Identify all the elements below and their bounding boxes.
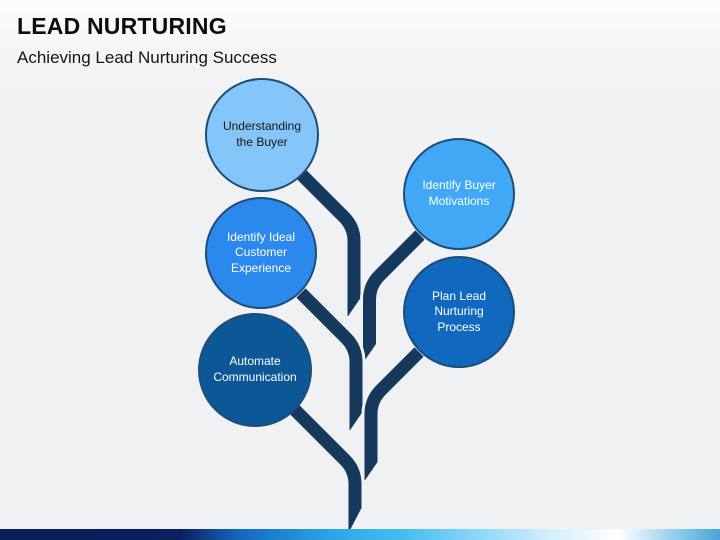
node-label: Understanding the Buyer — [222, 119, 302, 149]
page-title: LEAD NURTURING — [17, 13, 227, 39]
node-label: Identify Ideal Customer Experience — [226, 229, 296, 275]
branch-plan-lead-nurturing-process — [364, 347, 424, 480]
branch-identify-ideal-customer-experience — [296, 288, 363, 430]
branch-taper-plan-lead-nurturing-process — [364, 462, 378, 481]
branch-taper-identify-buyer-motivations — [363, 344, 376, 363]
node-identify-ideal-customer-experience: Identify Ideal Customer Experience — [205, 197, 317, 309]
branch-identify-buyer-motivations — [363, 230, 425, 362]
node-label: Plan Lead Nurturing Process — [431, 288, 487, 334]
node-label: Identify Buyer Motivations — [422, 178, 496, 208]
node-automate-communication: Automate Communication — [198, 313, 312, 427]
node-understanding-the-buyer: Understanding the Buyer — [205, 78, 319, 192]
page-subtitle: Achieving Lead Nurturing Success — [17, 48, 277, 67]
node-identify-buyer-motivations: Identify Buyer Motivations — [403, 138, 515, 250]
node-label: Automate Communication — [213, 354, 297, 384]
branch-automate-communication — [290, 405, 362, 532]
node-plan-lead-nurturing-process: Plan Lead Nurturing Process — [403, 256, 515, 368]
branch-understanding-the-buyer — [297, 170, 361, 316]
branch-taper-understanding-the-buyer — [347, 298, 361, 317]
footer-accent-bar — [0, 529, 720, 540]
branch-taper-trunk-bottom — [348, 508, 362, 533]
branch-taper-identify-ideal-customer-experience — [349, 412, 363, 431]
